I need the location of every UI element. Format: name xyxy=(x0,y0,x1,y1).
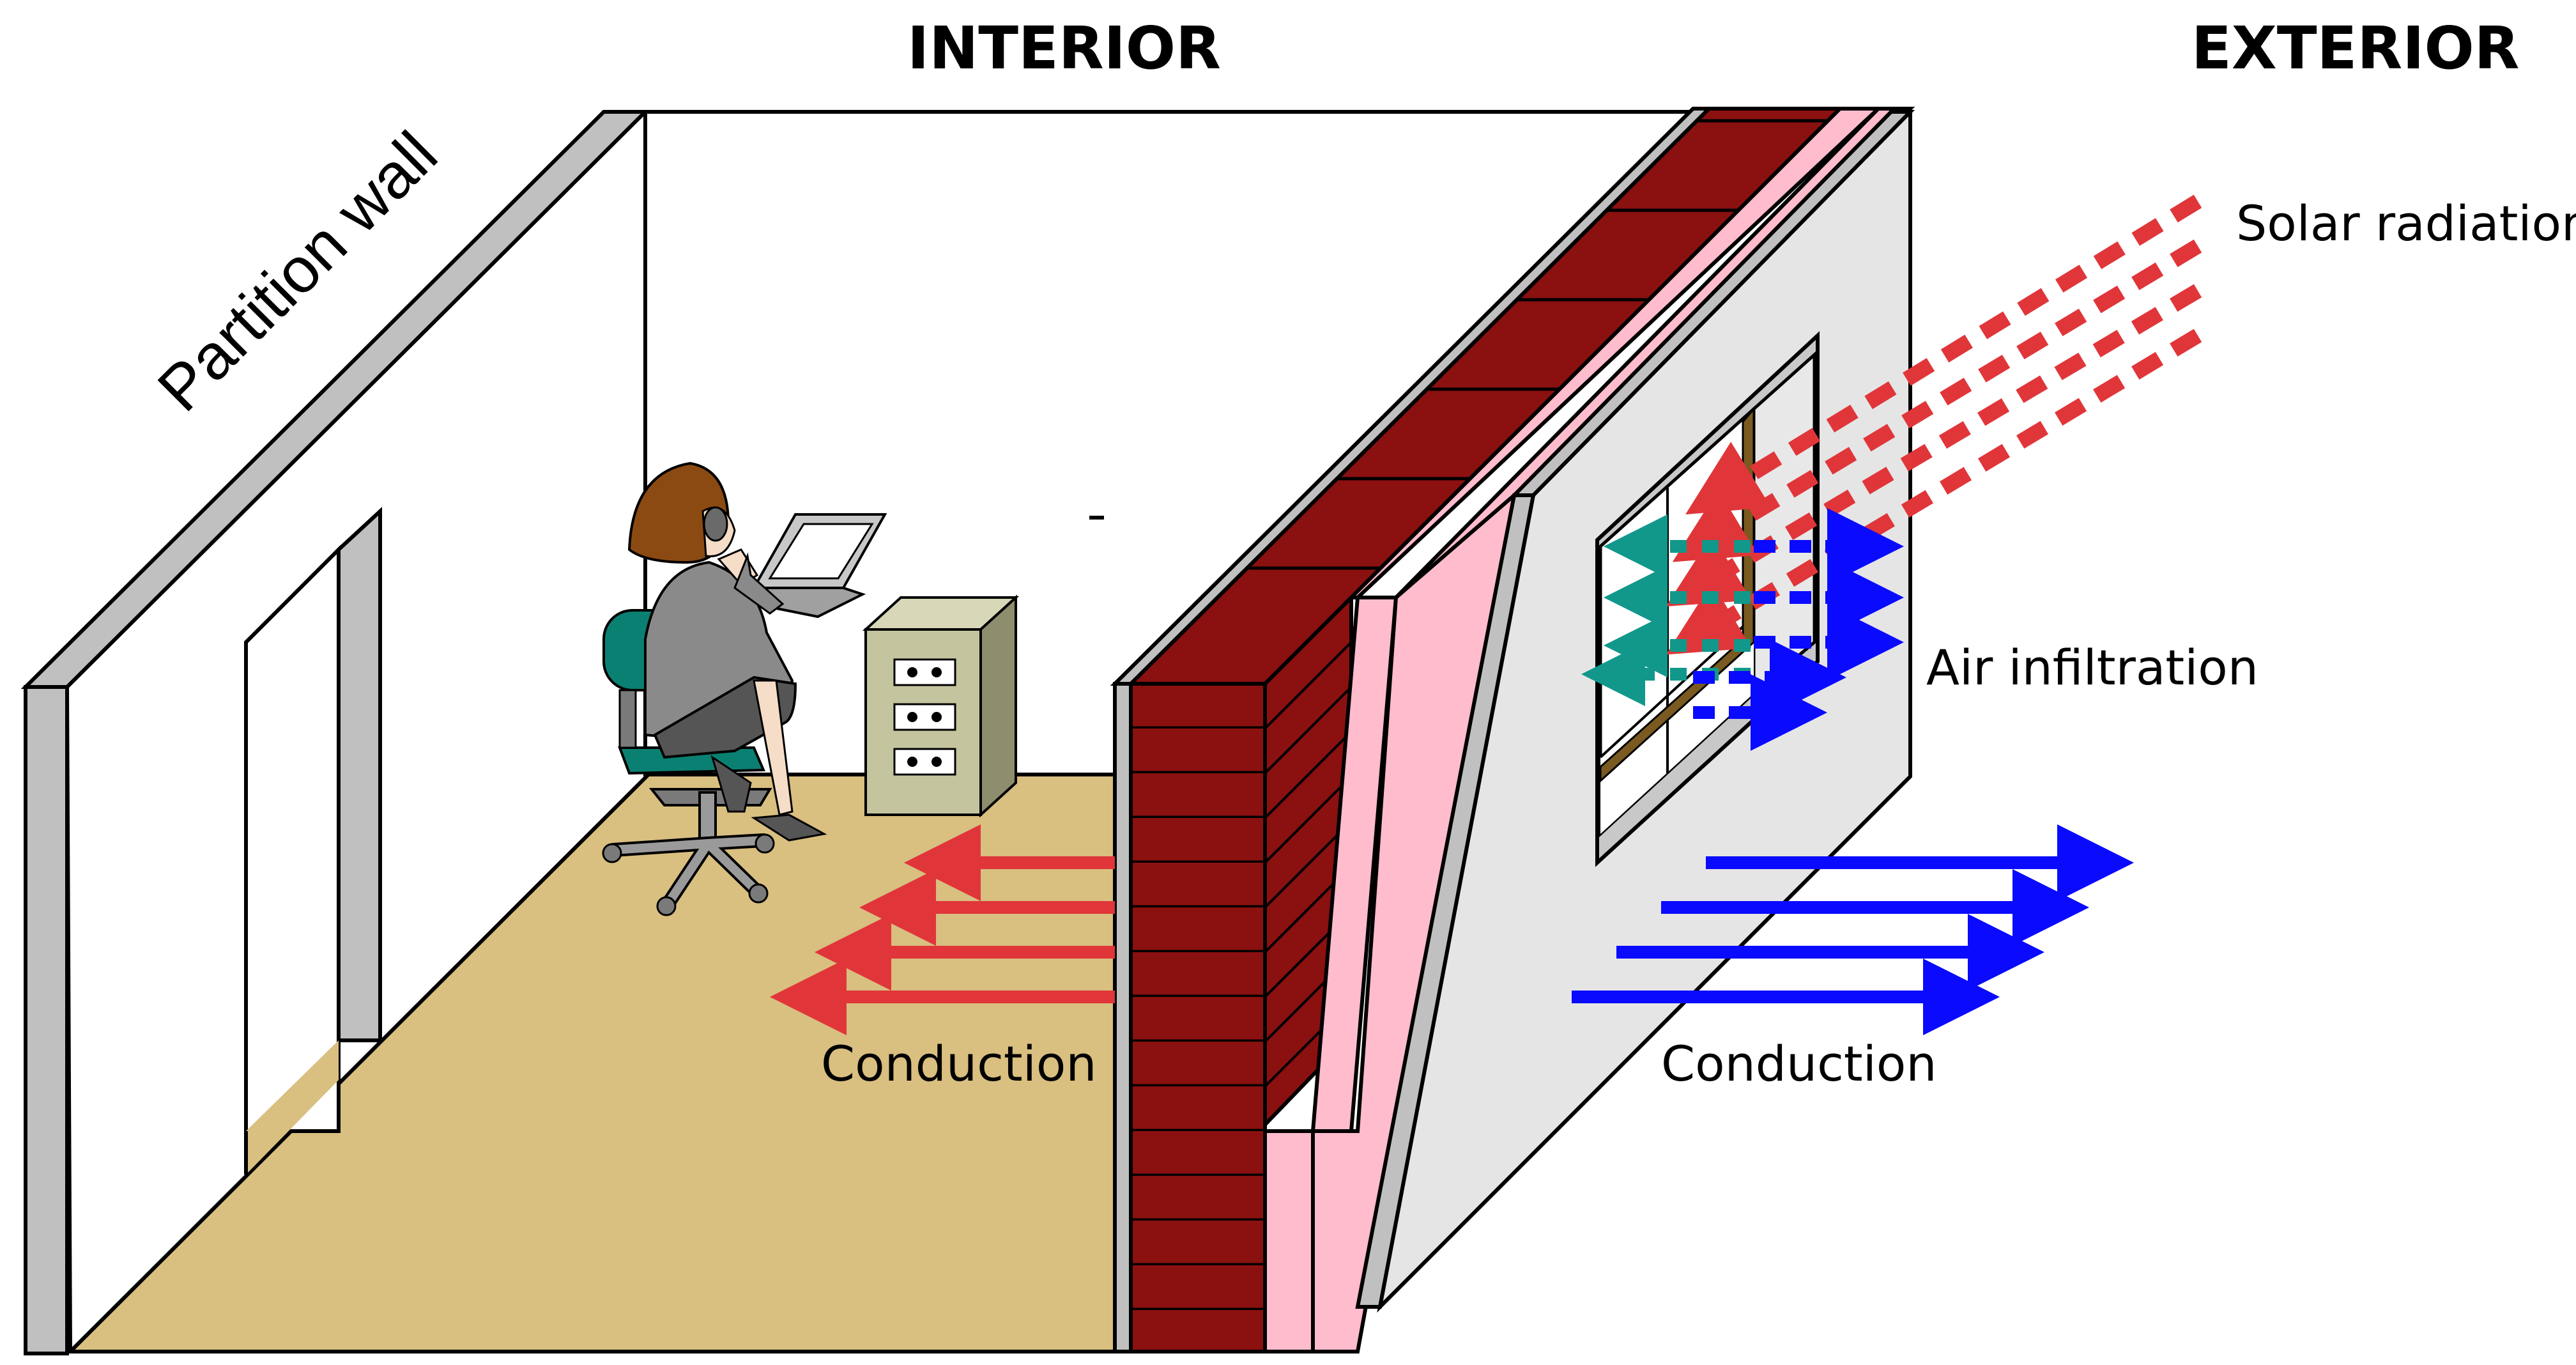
air-infiltration-out-arrows xyxy=(1693,508,1904,751)
filing-cabinet-icon xyxy=(862,594,1020,818)
exterior-wall-assembly xyxy=(1110,107,1915,1353)
person-on-phone-icon xyxy=(627,461,827,842)
insulation-layer-face xyxy=(1263,1129,1315,1353)
conduction-exterior-arrows xyxy=(1572,824,2134,1035)
solar-radiation-label: Solar radiation xyxy=(2236,195,2576,252)
insulation-layer-top xyxy=(1263,107,1883,686)
door-icon xyxy=(244,507,382,1175)
conduction-interior-arrows xyxy=(770,824,1115,1035)
air-infiltration-in-arrows xyxy=(1581,514,1751,706)
brick-layer-face xyxy=(1129,682,1267,1353)
solar-radiation-arrows xyxy=(1666,194,2202,655)
air-infiltration-label: Air infiltration xyxy=(1926,639,2258,696)
conduction-exterior-label: Conduction xyxy=(1661,1035,1937,1092)
interior-heading: INTERIOR xyxy=(907,14,1221,82)
partition-wall xyxy=(20,110,650,1355)
laptop-icon xyxy=(751,513,887,619)
conduction-interior-label: Conduction xyxy=(821,1035,1097,1092)
exterior-heading: EXTERIOR xyxy=(2191,14,2520,82)
